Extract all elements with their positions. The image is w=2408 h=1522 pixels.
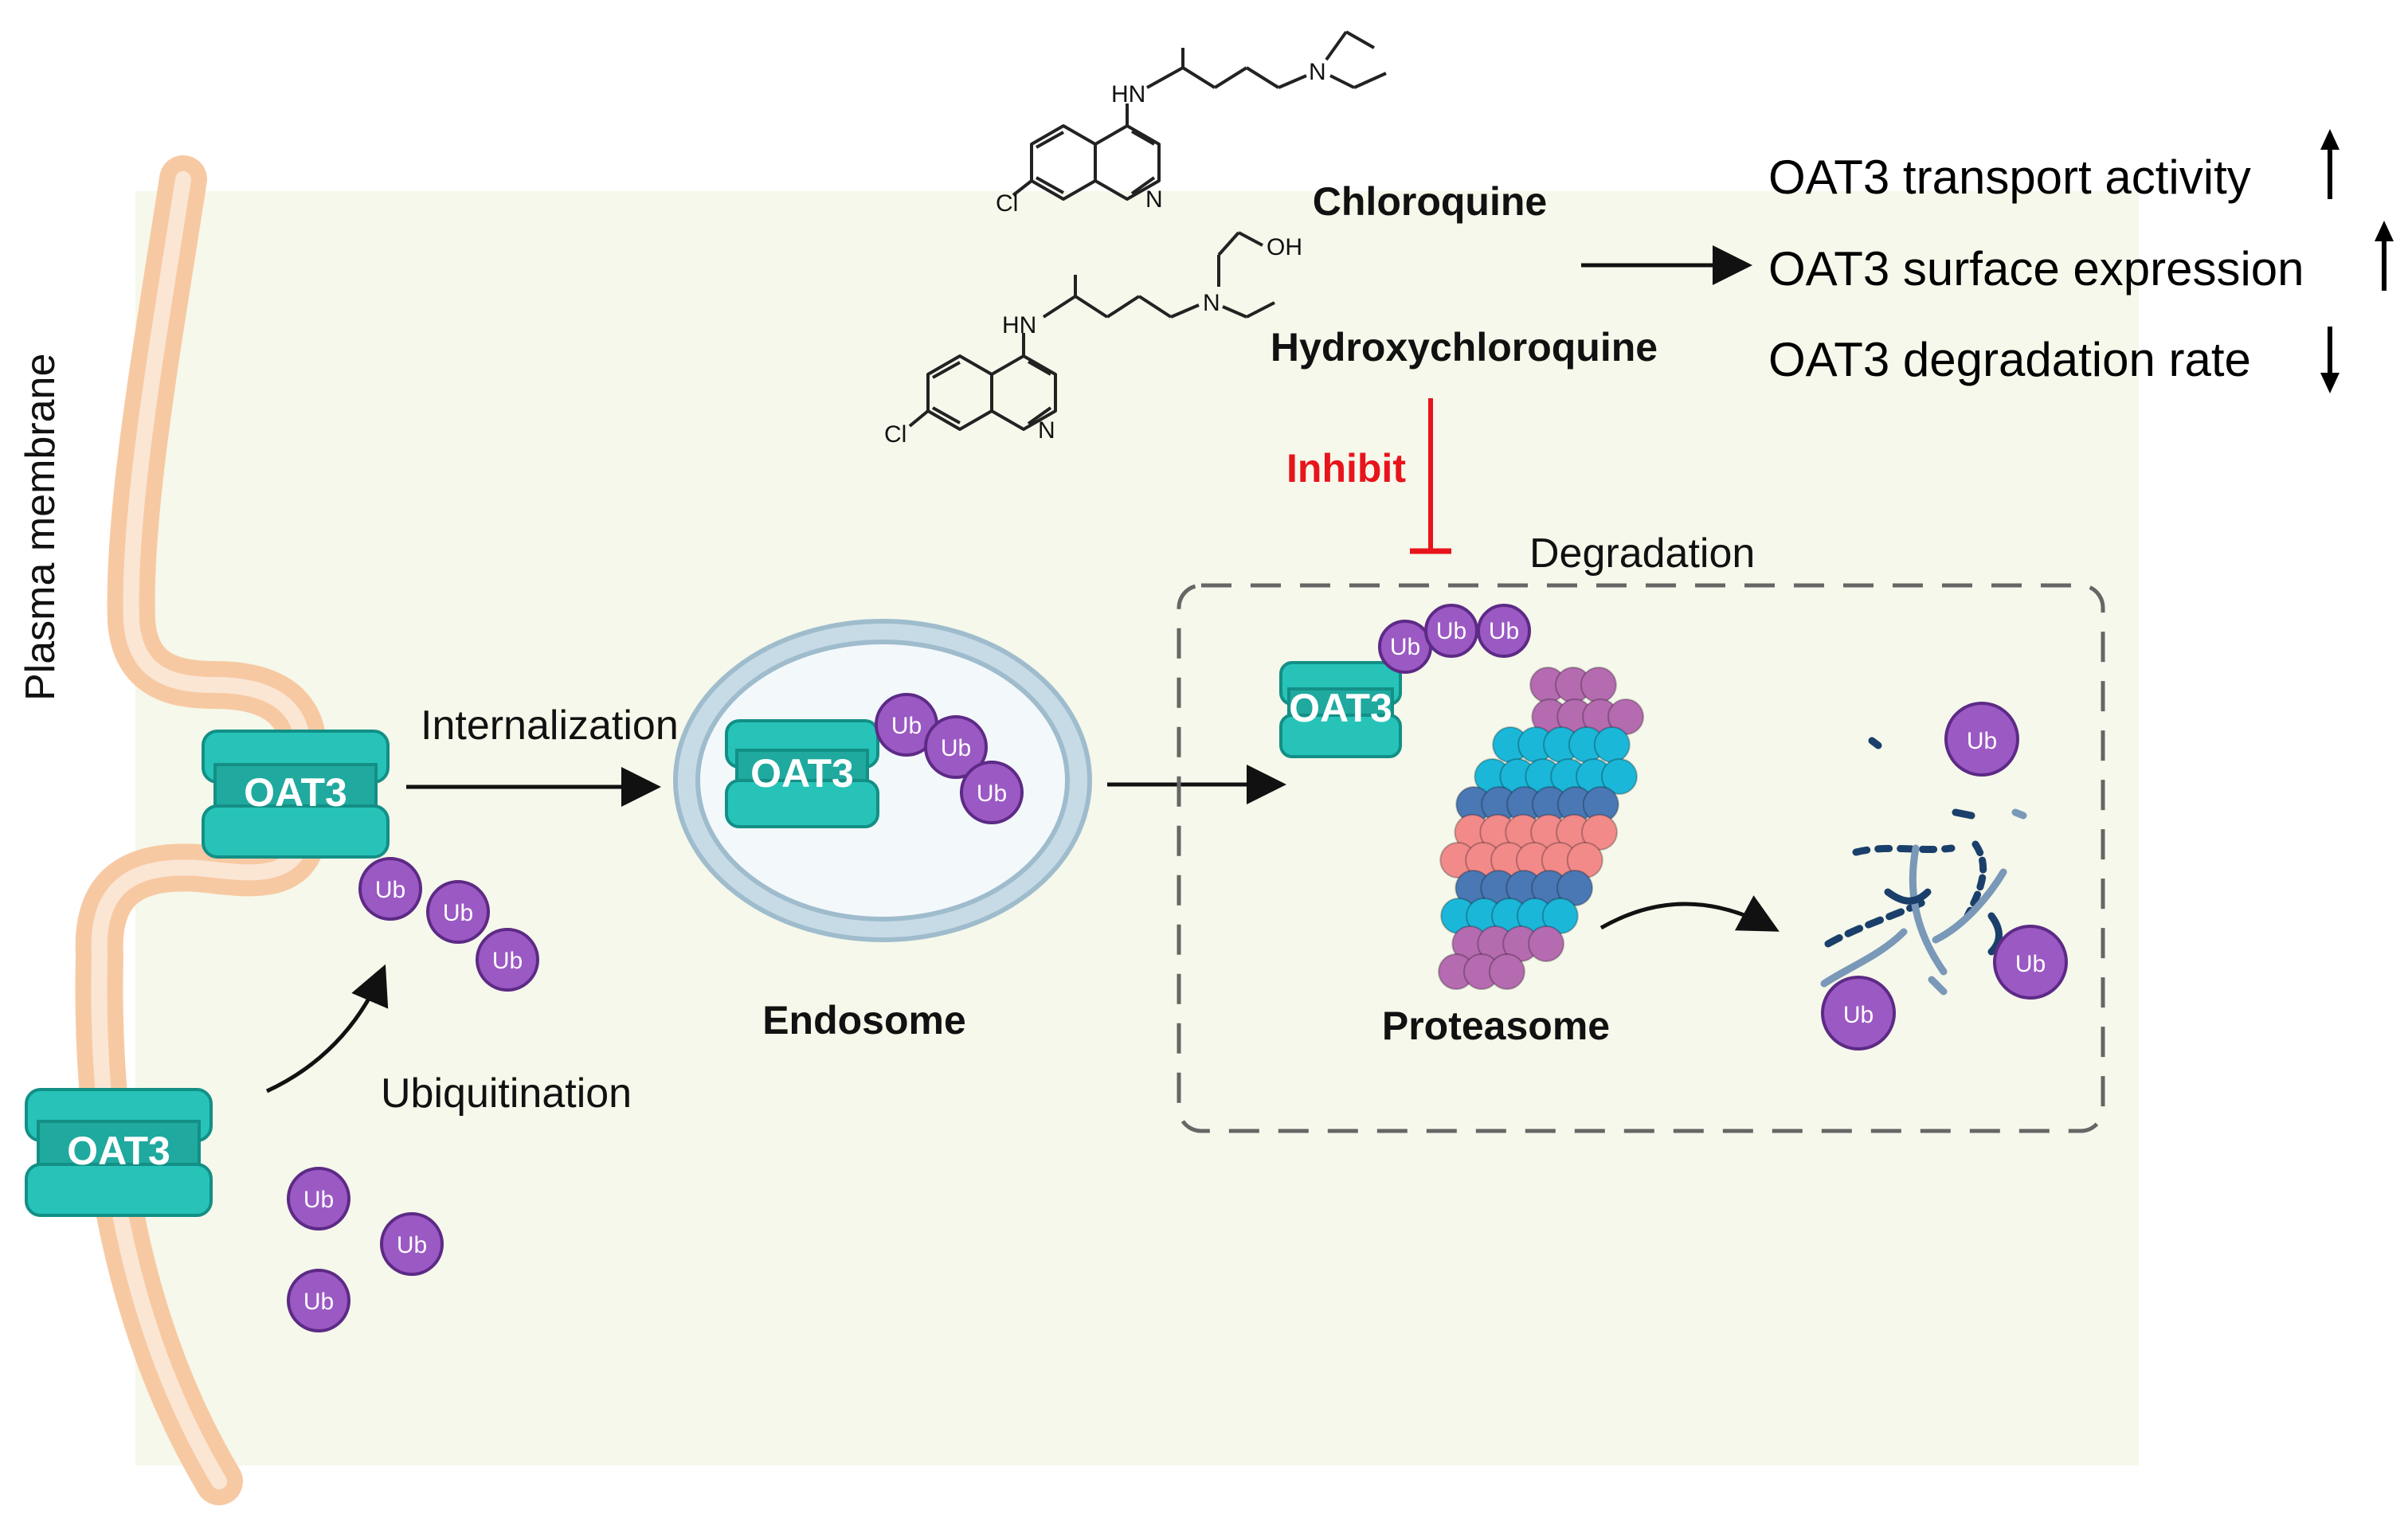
up-arrow-icon: [2320, 129, 2339, 199]
proteasome: [1438, 667, 1645, 990]
oat3-label: OAT3: [244, 770, 347, 815]
ub-label: Ub: [492, 948, 523, 974]
ub-label: Ub: [891, 713, 922, 739]
hcq-n-amine: N: [1203, 290, 1220, 316]
endosome: OAT3 Ub Ub Ub: [673, 619, 1092, 942]
degradation-label: Degradation: [1529, 530, 1755, 577]
effect-transport-activity: OAT3 transport activity: [1768, 151, 2251, 204]
proteasome-subunit: [1600, 758, 1638, 795]
peptide-fragments: [1820, 737, 2027, 996]
chloroquine-n: N: [1145, 186, 1163, 213]
ub-label: Ub: [941, 735, 971, 761]
ub-label: Ub: [1436, 618, 1466, 644]
cell-cytoplasm: [135, 191, 2139, 1465]
hydroxychloroquine-structure: [908, 231, 1275, 431]
proteasome-subunit: [1580, 814, 1618, 851]
oat3-endosome-transporter: OAT3: [725, 719, 879, 828]
proteasome-subunit: [1528, 925, 1565, 962]
ubiquitination-label: Ubiquitination: [381, 1070, 632, 1117]
ub-label: Ub: [1489, 618, 1519, 644]
effect-surface-expression: OAT3 surface expression: [1768, 242, 2304, 295]
degradation-arrow: [1599, 895, 1780, 932]
proteasome-subunit: [1580, 667, 1617, 703]
oat3-proteasome-transporter: OAT3: [1279, 661, 1402, 758]
chloroquine-label: Chloroquine: [1313, 179, 1547, 224]
oat3-free-transporter: OAT3: [25, 1088, 213, 1217]
ub-label: Ub: [1843, 1002, 1874, 1028]
hcq-hn: HN: [1002, 312, 1036, 338]
ub-chain-membrane: Ub Ub Ub: [358, 857, 539, 992]
degradation-box: [1177, 583, 2105, 1133]
ub-label: Ub: [1967, 728, 1997, 754]
down-arrow-icon: [2320, 327, 2339, 393]
chloroquine-hn: HN: [1111, 81, 1145, 108]
oat3-label: OAT3: [1289, 686, 1392, 730]
endosome-label: Endosome: [762, 998, 966, 1043]
proteasome-label: Proteasome: [1382, 1004, 1610, 1048]
oat3-membrane-transporter: OAT3: [202, 730, 390, 859]
hcq-n: N: [1038, 417, 1055, 444]
ubiquitination-arrow: [265, 964, 389, 1094]
chloroquine-cl: Cl: [996, 190, 1018, 217]
free-ubiquitin-group: Ub Ub Ub: [287, 1167, 444, 1332]
proteasome-subunit: [1541, 898, 1579, 934]
ub-label: Ub: [1390, 634, 1420, 660]
ub-chain-proteasome: Ub Ub Ub: [1378, 604, 1531, 674]
hydroxychloroquine-label: Hydroxychloroquine: [1271, 325, 1658, 370]
ub-label: Ub: [977, 781, 1007, 807]
proteasome-subunit: [1488, 953, 1525, 990]
internalization-label: Internalization: [421, 702, 679, 749]
ub-label: Ub: [375, 877, 405, 903]
ub-label: Ub: [303, 1289, 334, 1315]
ub-label: Ub: [303, 1187, 334, 1213]
ub-label: Ub: [2015, 951, 2046, 977]
ub-label: Ub: [443, 900, 473, 926]
inhibit-label: Inhibit: [1286, 446, 1406, 491]
chloroquine-structure: [1012, 30, 1387, 201]
released-ubiquitin: Ub Ub Ub: [1821, 702, 2068, 1051]
ub-label: Ub: [397, 1232, 427, 1258]
effect-degradation-rate: OAT3 degradation rate: [1768, 333, 2251, 386]
effects-list: OAT3 transport activity OAT3 surface exp…: [1768, 129, 2394, 393]
plasma-membrane-label: Plasma membrane: [18, 354, 64, 701]
up-arrow-icon: [2375, 221, 2394, 291]
oat3-label: OAT3: [750, 751, 854, 796]
chloroquine-n-amine: N: [1309, 59, 1326, 85]
proteasome-subunit: [1593, 726, 1631, 763]
hcq-cl: Cl: [884, 421, 906, 448]
proteasome-subunit: [1556, 870, 1593, 906]
hcq-oh: OH: [1267, 234, 1302, 260]
oat3-label: OAT3: [67, 1129, 170, 1173]
plasma-membrane: [75, 155, 327, 1505]
